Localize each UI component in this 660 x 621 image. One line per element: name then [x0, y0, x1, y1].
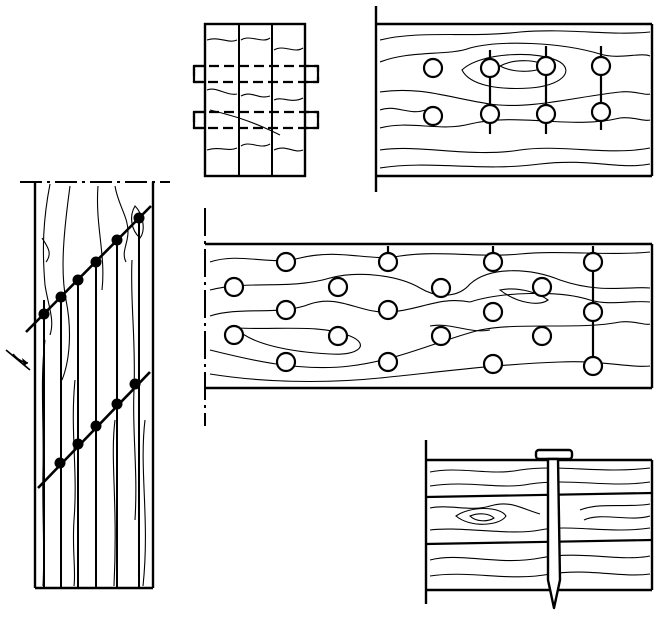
column-grain-1 [42, 183, 53, 336]
column-vertical-nails [43, 214, 140, 588]
column-grain-9 [112, 419, 116, 587]
angle-indicator [5, 349, 31, 371]
section-grain-3 [206, 147, 238, 151]
section-grain-2 [206, 88, 238, 95]
nail-grain-7 [429, 554, 651, 562]
section-outline [203, 22, 307, 178]
mid-grain-2 [209, 270, 651, 296]
top-grain-5 [379, 147, 651, 154]
section-grain-6 [240, 143, 271, 147]
column-grain-8 [72, 379, 76, 587]
top-grain-6 [379, 161, 651, 169]
nail-grain-5 [583, 515, 651, 521]
nail-knot-1-inner [469, 513, 495, 522]
nail-grain-6 [429, 527, 651, 533]
nail-grain-2 [429, 481, 651, 487]
layer-boundary-1 [425, 491, 653, 499]
column-grain-5 [114, 185, 129, 263]
nail-grain-3 [429, 503, 541, 515]
nail [534, 448, 574, 610]
cross-section-panel [192, 22, 320, 178]
column-fastener-dots [38, 212, 145, 469]
section-grain-7 [273, 47, 304, 51]
column-grain-3 [61, 185, 71, 381]
nailed-joint-panel [424, 440, 654, 610]
section-grain-9 [273, 147, 304, 152]
mid-grain-3 [209, 299, 471, 317]
section-grain-10 [209, 109, 281, 136]
column-grain-2 [41, 237, 50, 263]
dowel-joint-panel [204, 208, 654, 426]
section-grain-4 [240, 37, 271, 41]
section-bolt-top [192, 64, 320, 84]
section-grain-5 [240, 93, 271, 98]
mid-grain-7 [429, 324, 491, 332]
top-joint-holes [422, 55, 612, 127]
top-grain-7 [379, 107, 426, 113]
top-joint-panel [374, 6, 654, 192]
section-grain-8 [273, 97, 304, 101]
top-grain-3 [379, 89, 651, 107]
column-panel [5, 181, 170, 590]
section-bolt-bottom [192, 110, 320, 130]
mid-grain-4 [469, 292, 651, 304]
column-grain-10 [142, 419, 146, 587]
top-grain-1 [379, 30, 651, 41]
section-grain-1 [206, 38, 238, 42]
nail-knot-1 [455, 507, 507, 525]
mid-grain-5 [209, 321, 651, 369]
dowel-joint-holes [223, 251, 604, 377]
nail-grain-8 [429, 571, 651, 578]
top-grain-2 [379, 42, 651, 63]
nail-grain-1 [429, 467, 651, 473]
top-grain-4 [379, 117, 651, 129]
nail-grain-4 [579, 503, 651, 511]
layer-boundary-2 [425, 538, 653, 546]
mid-knot-2 [498, 288, 549, 304]
mid-knot-1 [234, 327, 361, 355]
column-grain-4 [96, 185, 104, 291]
